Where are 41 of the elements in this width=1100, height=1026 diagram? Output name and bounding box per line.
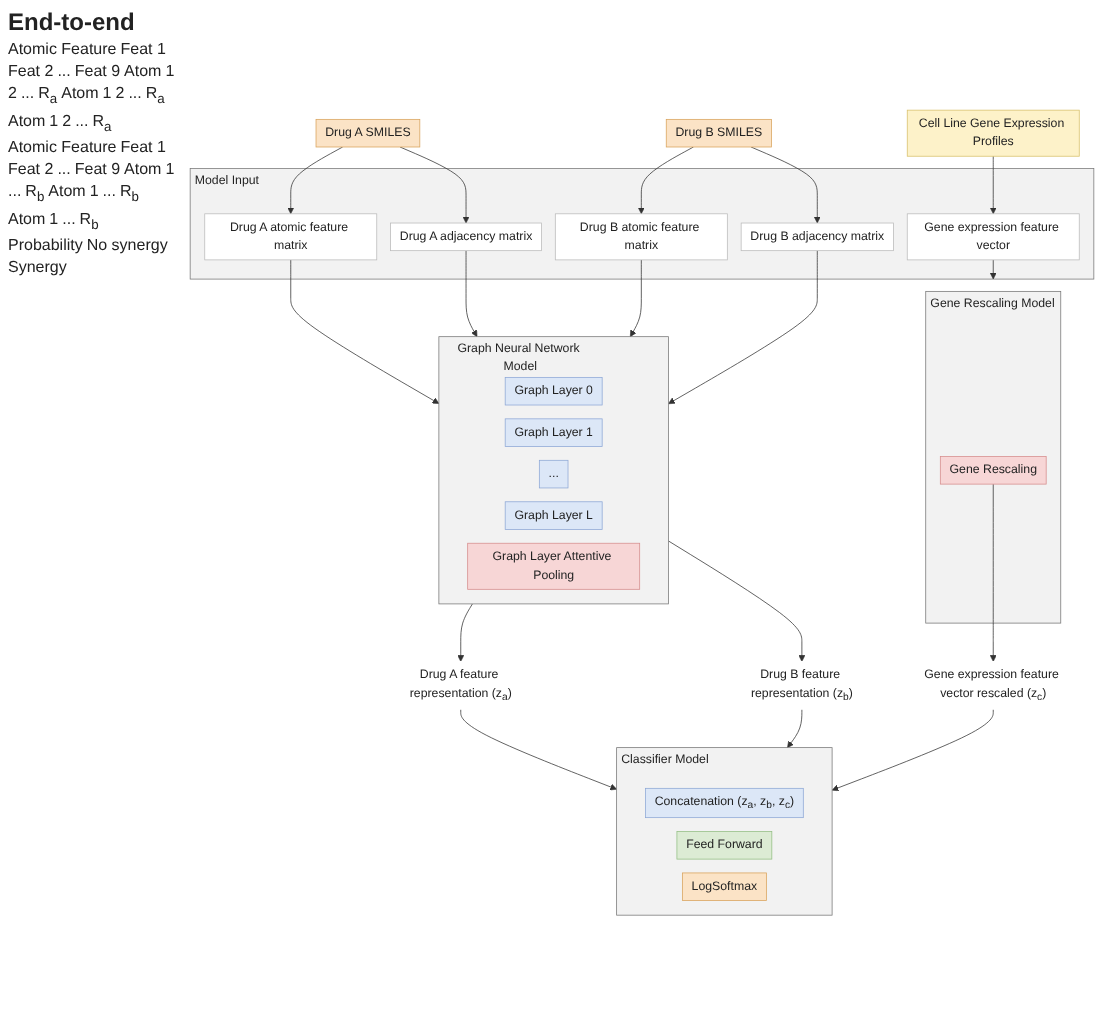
chart-label: ... <box>57 62 71 80</box>
chart-label: Atom <box>8 209 46 232</box>
chart-label: 2 <box>8 84 17 106</box>
chart-label: ... <box>8 182 22 205</box>
chart-label: Synergy <box>8 258 67 277</box>
chart-label: R$_{a}$ <box>38 84 58 108</box>
chart-label: Feat 1 <box>120 40 166 58</box>
axis-label: End-to-end <box>8 8 137 36</box>
chart-label: R$_{b}$ <box>119 182 139 206</box>
chart-label: 1 <box>165 160 175 179</box>
chart-label: No synergy <box>86 236 168 255</box>
chart-label: Feat 9 <box>74 62 121 80</box>
chart-label: ... <box>102 182 116 205</box>
chart-label: Feat 9 <box>74 160 121 179</box>
chart-label: Atom <box>61 84 99 106</box>
chart-label: 1 <box>102 84 112 106</box>
chart-label: Atomic Feature <box>8 138 117 157</box>
chart-label: 1 <box>89 182 99 205</box>
chart-label: Feat 1 <box>120 138 166 157</box>
chart-label: ... <box>57 160 71 179</box>
chart-label: R$_{b}$ <box>25 182 45 206</box>
chart-label: ... <box>128 84 142 106</box>
chart-label: 1 <box>49 209 59 232</box>
chart-label: Atom <box>124 160 162 179</box>
chart-label: R$_{a}$ <box>92 111 112 135</box>
chart-label: Atom <box>8 111 46 134</box>
chart-label: Feat 2 <box>8 160 54 179</box>
chart-label: Feat 2 <box>8 62 54 80</box>
chart-label: 1 <box>49 111 59 134</box>
chart-label: ... <box>20 84 35 106</box>
chart-label: 2 <box>115 84 125 106</box>
chart-label: Atom <box>124 62 162 80</box>
chart-label: R$_{b}$ <box>79 209 99 233</box>
chart-label: Atom <box>48 182 86 205</box>
chart-label: Atomic Feature <box>8 40 117 58</box>
chart-label: ... <box>62 209 76 232</box>
chart-label: 2 <box>62 111 72 134</box>
chart-label: Probability <box>8 236 83 255</box>
chart-label: ... <box>75 111 89 134</box>
chart-label: 1 <box>165 62 175 80</box>
chart-label: R$_{a}$ <box>145 84 165 108</box>
